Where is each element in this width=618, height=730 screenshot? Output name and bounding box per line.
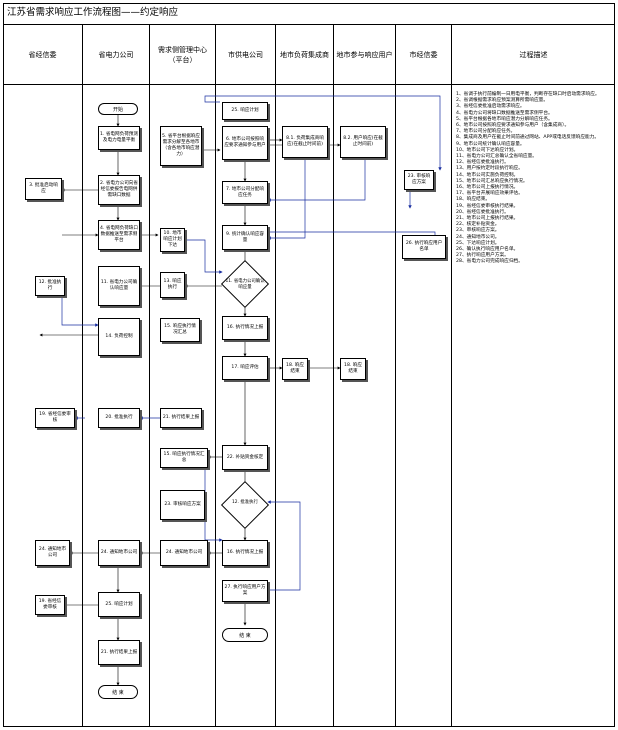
step-13-box: 13. 响应执行 xyxy=(160,272,185,298)
description-line: 11、省电力公司汇总确认全省响应量。 xyxy=(456,154,537,160)
start-terminal: 开始 xyxy=(98,103,138,115)
description-line: 22、核定补贴资金。 xyxy=(456,222,500,228)
column-header-city-power: 市供电公司 xyxy=(216,25,276,85)
end-terminal-provincial: 结 束 xyxy=(98,685,138,699)
column-header-provincial-power: 省电力公司 xyxy=(83,25,150,85)
decision-1-label: 11. 省电力公司确认响应量 xyxy=(225,279,265,290)
description-line: 1、省调于执行前编制一日用电平衡，判断存在缺口时启动需求响应。 xyxy=(456,92,600,97)
step-8-2-box: 8.2. 用户响应(在截止时间前) xyxy=(340,126,386,158)
description-line: 4、省电力公司将缺口数据推送至需求侧平台。 xyxy=(456,110,553,116)
step-8-1-box: 8.1. 负荷集成商响应(在截止时间前) xyxy=(282,126,328,158)
description-line: 25、下达响应计划。 xyxy=(456,240,500,246)
step-6-box: 6. 地市公司按照响应要求通知参与用户 xyxy=(222,126,268,160)
lane-city-committee xyxy=(396,85,452,727)
step-28-box: 21. 执行结果上报 xyxy=(98,640,140,665)
description-line: 23、审核响应方案。 xyxy=(456,228,500,234)
step-1-box: 1. 省电网负荷预测及电力电量平衡 xyxy=(98,126,140,150)
description-line: 20、省经信委批准执行。 xyxy=(456,209,509,215)
description-line: 12、省经信委批准执行。 xyxy=(456,160,509,166)
column-header-load-aggregator: 地市负荷集成商 xyxy=(276,25,334,85)
description-line: 24、通知地市公司。 xyxy=(456,234,500,240)
description-line: 17、省平台开展响应效果评估。 xyxy=(456,191,523,197)
step-24-4-box: 16. 执行情况上报 xyxy=(222,540,268,566)
step-24-3-box: 24. 通知地市公司 xyxy=(160,540,208,566)
description-line: 26、确认执行响应用户名单。 xyxy=(456,247,519,253)
description-line: 3、省经信委批准启动需求响应。 xyxy=(456,104,525,110)
description-line: 8、集成商及用户在截止时间前通过网站、APP或电话反馈响应能力。 xyxy=(456,135,600,141)
step-18-1-box: 18. 响应结束 xyxy=(282,358,308,380)
description-line: 14、地市公司实施负荷控制。 xyxy=(456,172,519,178)
lane-dsm-center xyxy=(150,85,216,727)
end-terminal-city: 结 束 xyxy=(222,628,268,642)
step-5-box: 5. 省平台根据响应需求分解至各地市（含各地市响应潜力） xyxy=(160,126,202,166)
step-3-box: 3. 批准启动响应 xyxy=(25,178,62,200)
outer-frame xyxy=(3,3,615,727)
step-25-center-box: 25. 响应计划 xyxy=(98,592,140,617)
lane-city-power xyxy=(216,85,276,727)
description-line: 6、地市公司按照响应要求通知参与用户（含集成商）。 xyxy=(456,123,570,129)
step-22-side-box: 15. 响应执行情况汇总 xyxy=(160,448,208,468)
step-24-1-box: 24. 通知地市公司 xyxy=(35,540,70,566)
column-header-city-users: 地市参与响应用户 xyxy=(334,25,396,85)
step-city-review-box: 23. 审核响应方案 xyxy=(404,170,434,190)
lane-city-users xyxy=(334,85,396,727)
step-14-box: 14. 负荷控制 xyxy=(98,318,140,356)
description-line: 16、地市公司上报执行情况。 xyxy=(456,185,519,191)
step-27-box: 27. 执行响应用户方案 xyxy=(222,580,268,602)
step-25-box: 25. 响应计划 xyxy=(222,102,268,120)
description-line: 2、省调根据需求响应预案测算所需响应量。 xyxy=(456,98,549,104)
process-description: 1、省调于执行前编制一日用电平衡，判断存在缺口时启动需求响应。 2、省调根据需求… xyxy=(456,92,612,266)
step-4-box: 4. 省电网负荷缺口数据推送至需求侧平台 xyxy=(98,220,140,250)
description-line: 5、省平台根据各地市响应潜力分解响应任务。 xyxy=(456,116,553,122)
lane-provincial-power xyxy=(83,85,150,727)
column-header-dsm-center: 需求侧管理中心（平台） xyxy=(150,25,216,85)
step-21-box: 21. 执行结果上报 xyxy=(160,408,202,428)
step-12-box: 12. 批准执行 xyxy=(35,276,65,296)
step-17-box: 17. 响应评估 xyxy=(222,356,268,380)
lane-load-aggregator xyxy=(276,85,334,727)
description-line: 7、地市公司分配响应任务。 xyxy=(456,129,516,135)
step-10-box: 10. 地市响应计划下达 xyxy=(160,228,185,252)
chart-title: 江苏省需求响应工作流程图——约定响应 xyxy=(3,3,615,25)
description-line: 18、响应结束。 xyxy=(456,197,491,203)
step-18-2-box: 18. 响应结束 xyxy=(340,358,366,380)
step-26-box: 26. 执行响应用户名单 xyxy=(402,235,446,259)
step-2-box: 2. 省电力公司向省经信委报告电网供需缺口数据 xyxy=(98,175,140,205)
step-7-box: 7. 地市公司分配响应任务 xyxy=(222,181,268,204)
step-15-box: 15. 响应执行情况汇总 xyxy=(160,318,200,342)
decision-2-label: 12. 批准执行 xyxy=(232,500,258,505)
description-line: 21、地市公司上报执行结果。 xyxy=(456,216,519,222)
column-header-description: 过程描述 xyxy=(452,25,615,85)
step-23-box: 23. 审核响应方案 xyxy=(160,490,205,520)
description-line: 19、省经信委审核执行结果。 xyxy=(456,203,519,209)
description-line: 27、执行响应用户方案。 xyxy=(456,253,509,259)
description-line: 15、地市公司汇总响应执行情况。 xyxy=(456,178,528,184)
step-19-box: 19. 省经信委审核 xyxy=(35,408,75,428)
step-11-box: 11. 省电力公司确认响应量 xyxy=(98,266,140,306)
step-16-box: 16. 执行情况上报 xyxy=(222,316,268,340)
step-20-box: 20. 批准执行 xyxy=(98,408,140,428)
step-24-2-box: 24. 通知地市公司 xyxy=(98,540,140,566)
step-22-box: 22. 补贴资金核定 xyxy=(222,445,268,470)
step-25-left-box: 19. 省经信委审核 xyxy=(35,595,65,615)
description-line: 10、地市公司下达响应计划。 xyxy=(456,147,519,153)
step-9-box: 9. 统计确认响应容量 xyxy=(222,225,268,250)
lane-provincial-committee xyxy=(3,85,83,727)
column-header-provincial-committee: 省经信委 xyxy=(3,25,83,85)
description-line: 28、省电力公司完成响应归档。 xyxy=(456,259,523,265)
description-line: 13、用户按约定时段执行响应。 xyxy=(456,166,523,172)
column-header-city-committee: 市经信委 xyxy=(396,25,452,85)
description-line: 9、地市公司统计确认响应容量。 xyxy=(456,141,525,147)
